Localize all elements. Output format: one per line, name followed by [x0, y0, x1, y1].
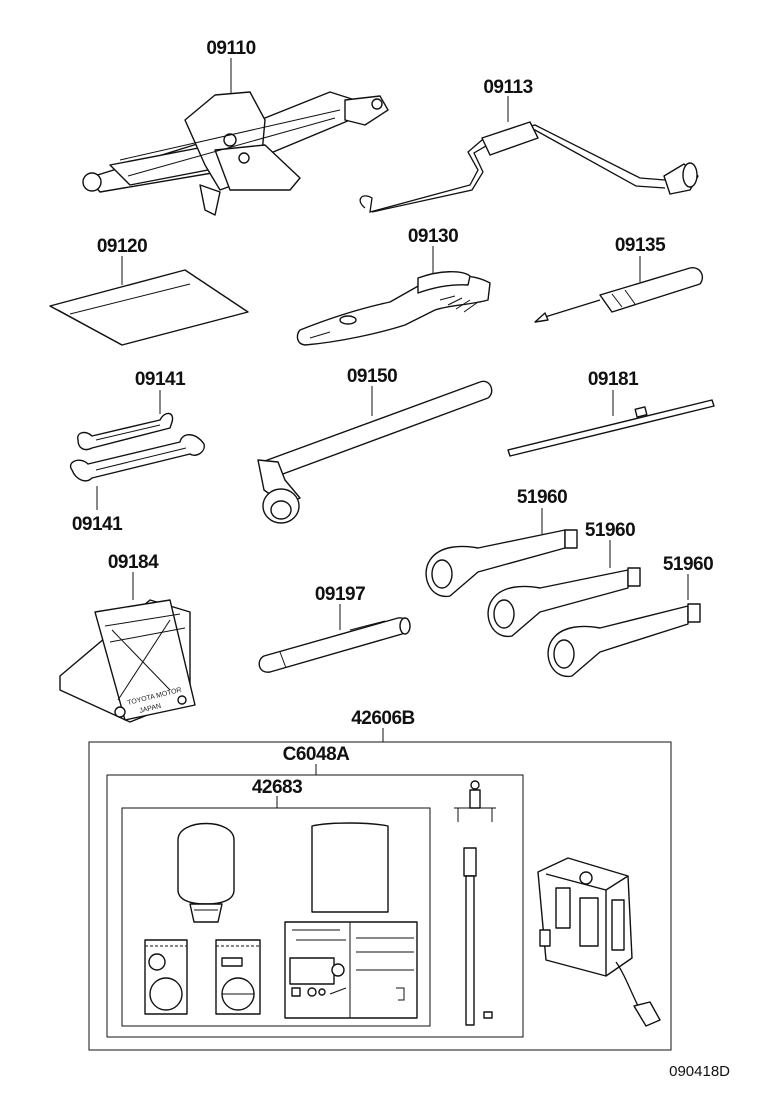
- part-number-labels: 09110 09113 09120 09130 09135 09141 0914…: [72, 38, 730, 1080]
- repair-kit-drawing: [88, 728, 672, 1051]
- box-c6048a: [106, 774, 524, 1038]
- label-42683: 42683: [252, 777, 302, 798]
- label-09181: 09181: [588, 369, 639, 390]
- box-42606b: [88, 741, 672, 1051]
- label-51960-3: 51960: [663, 554, 713, 575]
- gauge-pen-drawing: [258, 604, 411, 673]
- towing-eyes-drawing: [425, 508, 701, 678]
- label-09141-top: 09141: [135, 369, 186, 390]
- label-c6048a: C6048A: [283, 744, 350, 765]
- wrenches-drawing: [69, 390, 205, 510]
- label-09113: 09113: [483, 77, 532, 98]
- label-51960-2: 51960: [585, 520, 635, 541]
- label-09184: 09184: [108, 552, 159, 573]
- rod-drawing: [507, 390, 715, 457]
- box-42683: [121, 807, 431, 1027]
- lug-wrench-drawing: [257, 380, 493, 524]
- jack-handle-drawing: [359, 96, 699, 213]
- label-09197: 09197: [315, 584, 365, 605]
- label-09110: 09110: [206, 38, 255, 59]
- label-09120: 09120: [97, 236, 147, 257]
- screwdriver-drawing: [534, 256, 704, 323]
- drawing-code: 090418D: [669, 1063, 730, 1080]
- label-51960-1: 51960: [517, 487, 567, 508]
- jack-drawing: [82, 58, 389, 216]
- pliers-drawing: [296, 246, 491, 346]
- label-09130: 09130: [408, 226, 458, 247]
- label-42606b: 42606B: [351, 708, 415, 729]
- warning-stand-drawing: TOYOTA MOTOR JAPAN: [59, 572, 196, 723]
- label-09135: 09135: [615, 235, 666, 256]
- tool-bag-drawing: [49, 256, 249, 346]
- label-09141-bottom: 09141: [72, 514, 123, 535]
- label-09150: 09150: [347, 366, 397, 387]
